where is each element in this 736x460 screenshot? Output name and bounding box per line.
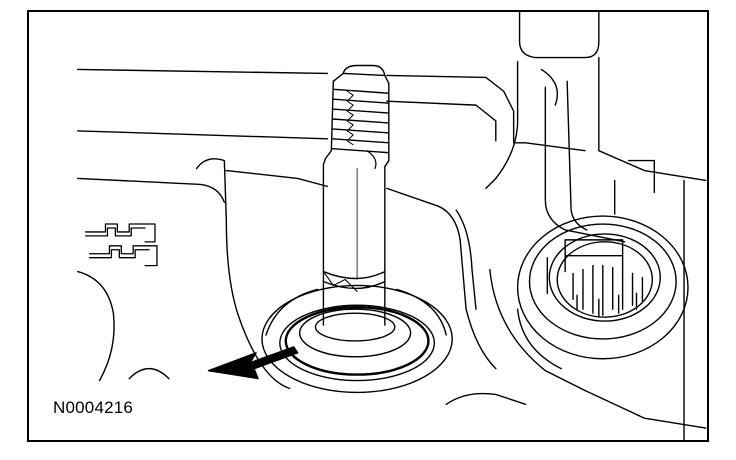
casting-ridge: [78, 159, 496, 369]
left-boss: [78, 272, 169, 381]
figure-id-label: N0004216: [53, 398, 134, 417]
upper-housing: [78, 69, 585, 150]
illustration-frame: N0004216: [27, 10, 709, 442]
upper-bracket: [486, 12, 706, 242]
cast-mark-symbol: [86, 224, 157, 266]
electrical-connector: [490, 180, 688, 440]
technical-illustration: [29, 12, 707, 440]
callout-arrow: [208, 347, 297, 379]
seal-ring: [262, 285, 452, 392]
threaded-stud: [323, 66, 388, 326]
